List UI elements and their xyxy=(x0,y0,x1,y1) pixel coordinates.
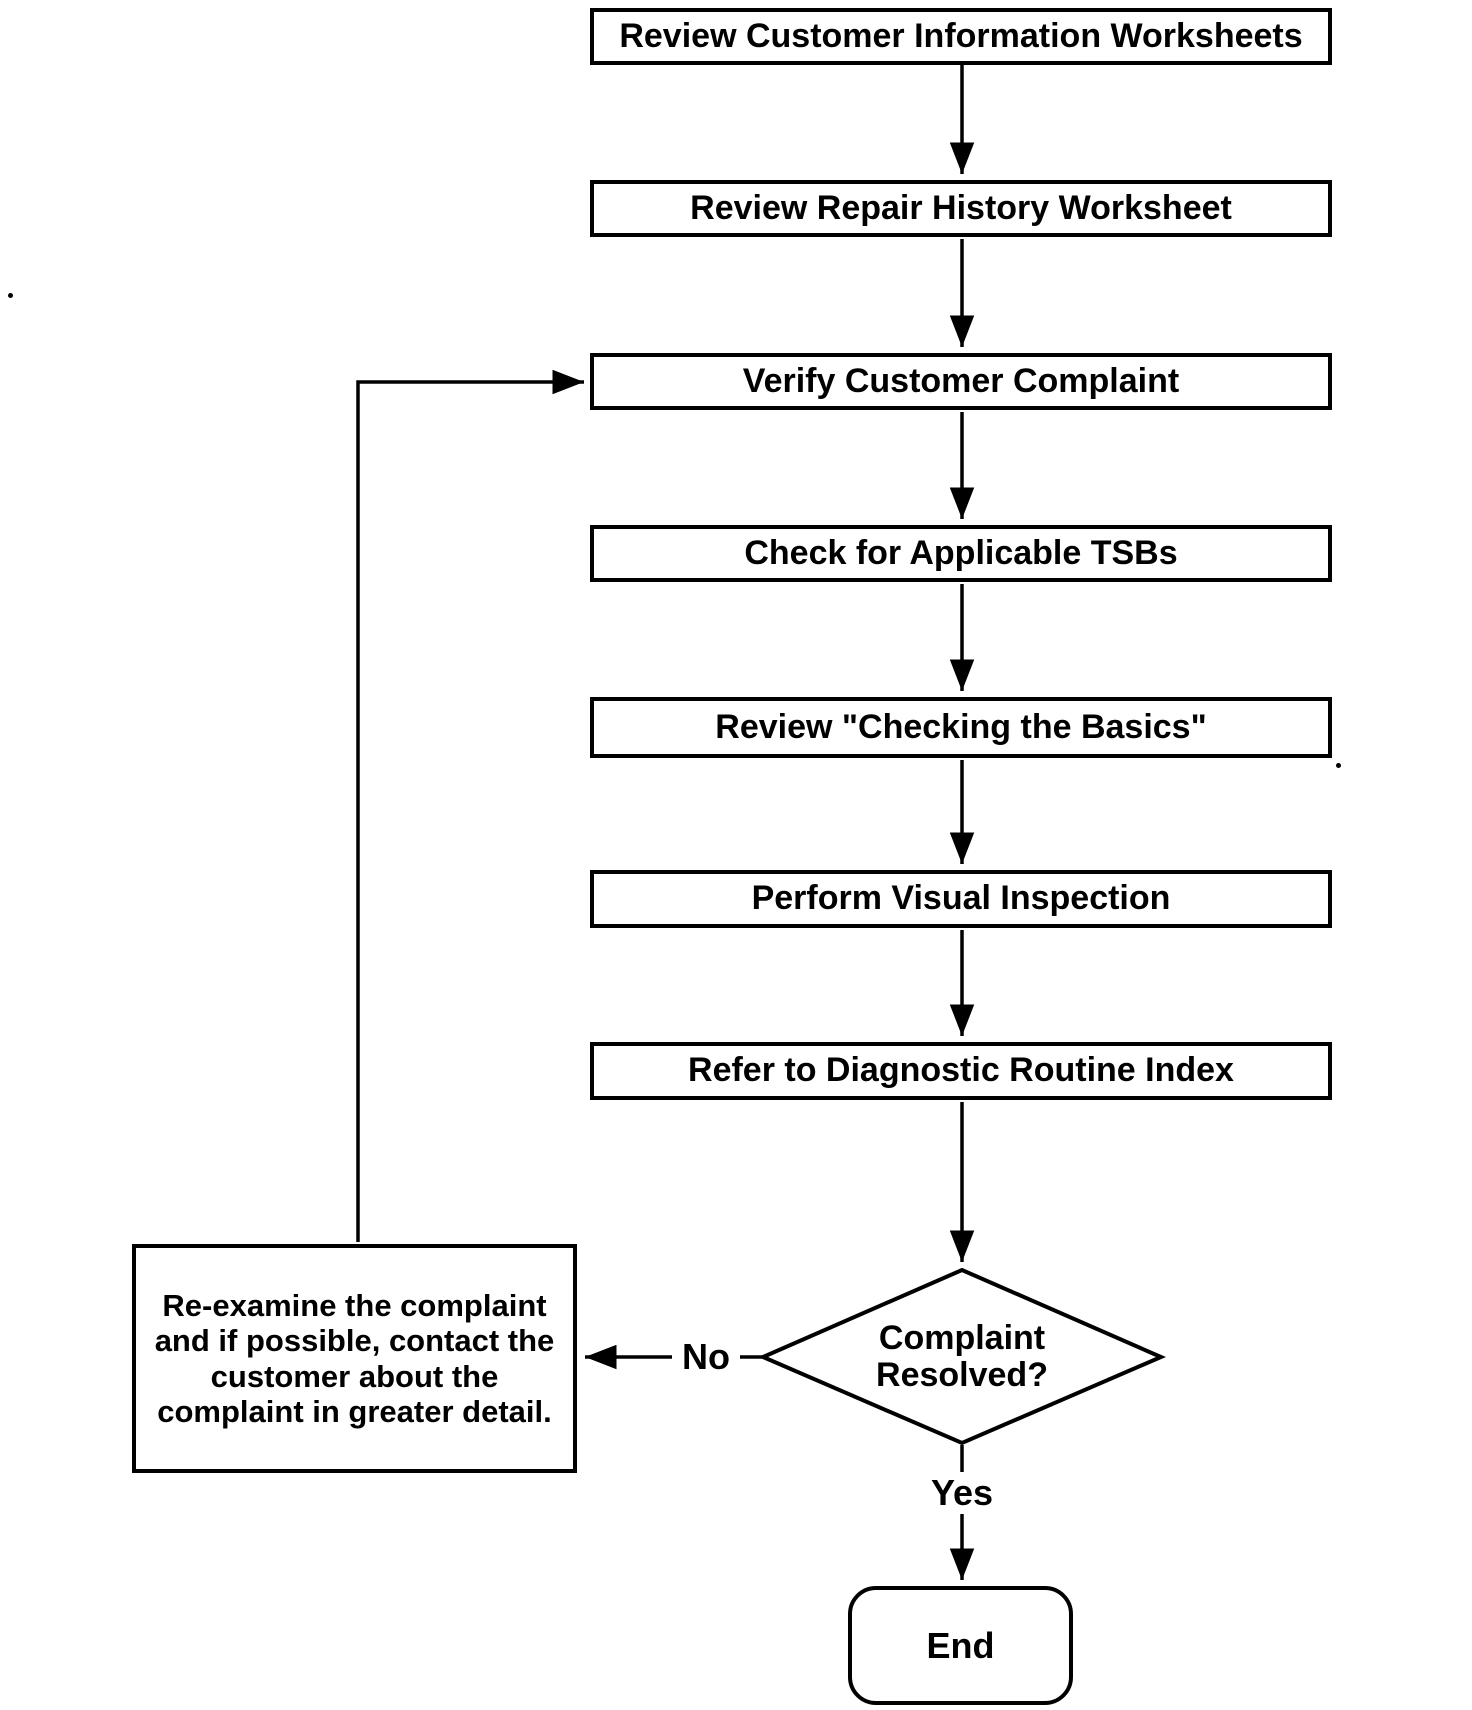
arrow-reexamine-loop-to-verify xyxy=(356,369,584,1242)
stray-mark-right xyxy=(1336,763,1341,768)
node-check-for-applicable-tsbs: Check for Applicable TSBs xyxy=(590,525,1332,582)
decision-complaint-resolved-label: Complaint Resolved? xyxy=(876,1319,1048,1394)
node-end-terminal: End xyxy=(848,1586,1073,1705)
node-reexamine-complaint-text: Re-examine the complaint and if possible… xyxy=(154,1287,555,1429)
node-review-checking-the-basics: Review "Checking the Basics" xyxy=(590,697,1332,758)
node-perform-visual-inspection: Perform Visual Inspection xyxy=(590,870,1332,928)
edge-label-yes: Yes xyxy=(920,1472,1004,1514)
edge-label-no: No xyxy=(672,1336,740,1378)
node-review-repair-history-worksheet: Review Repair History Worksheet xyxy=(590,180,1332,237)
decision-diamond-shape xyxy=(757,1267,1167,1446)
node-verify-customer-complaint: Verify Customer Complaint xyxy=(590,353,1332,410)
node-review-customer-information-worksheets: Review Customer Information Worksheets xyxy=(590,8,1332,65)
node-reexamine-complaint: Re-examine the complaint and if possible… xyxy=(132,1244,577,1473)
node-refer-to-diagnostic-routine-index: Refer to Diagnostic Routine Index xyxy=(590,1042,1332,1100)
stray-mark-left xyxy=(8,293,13,298)
